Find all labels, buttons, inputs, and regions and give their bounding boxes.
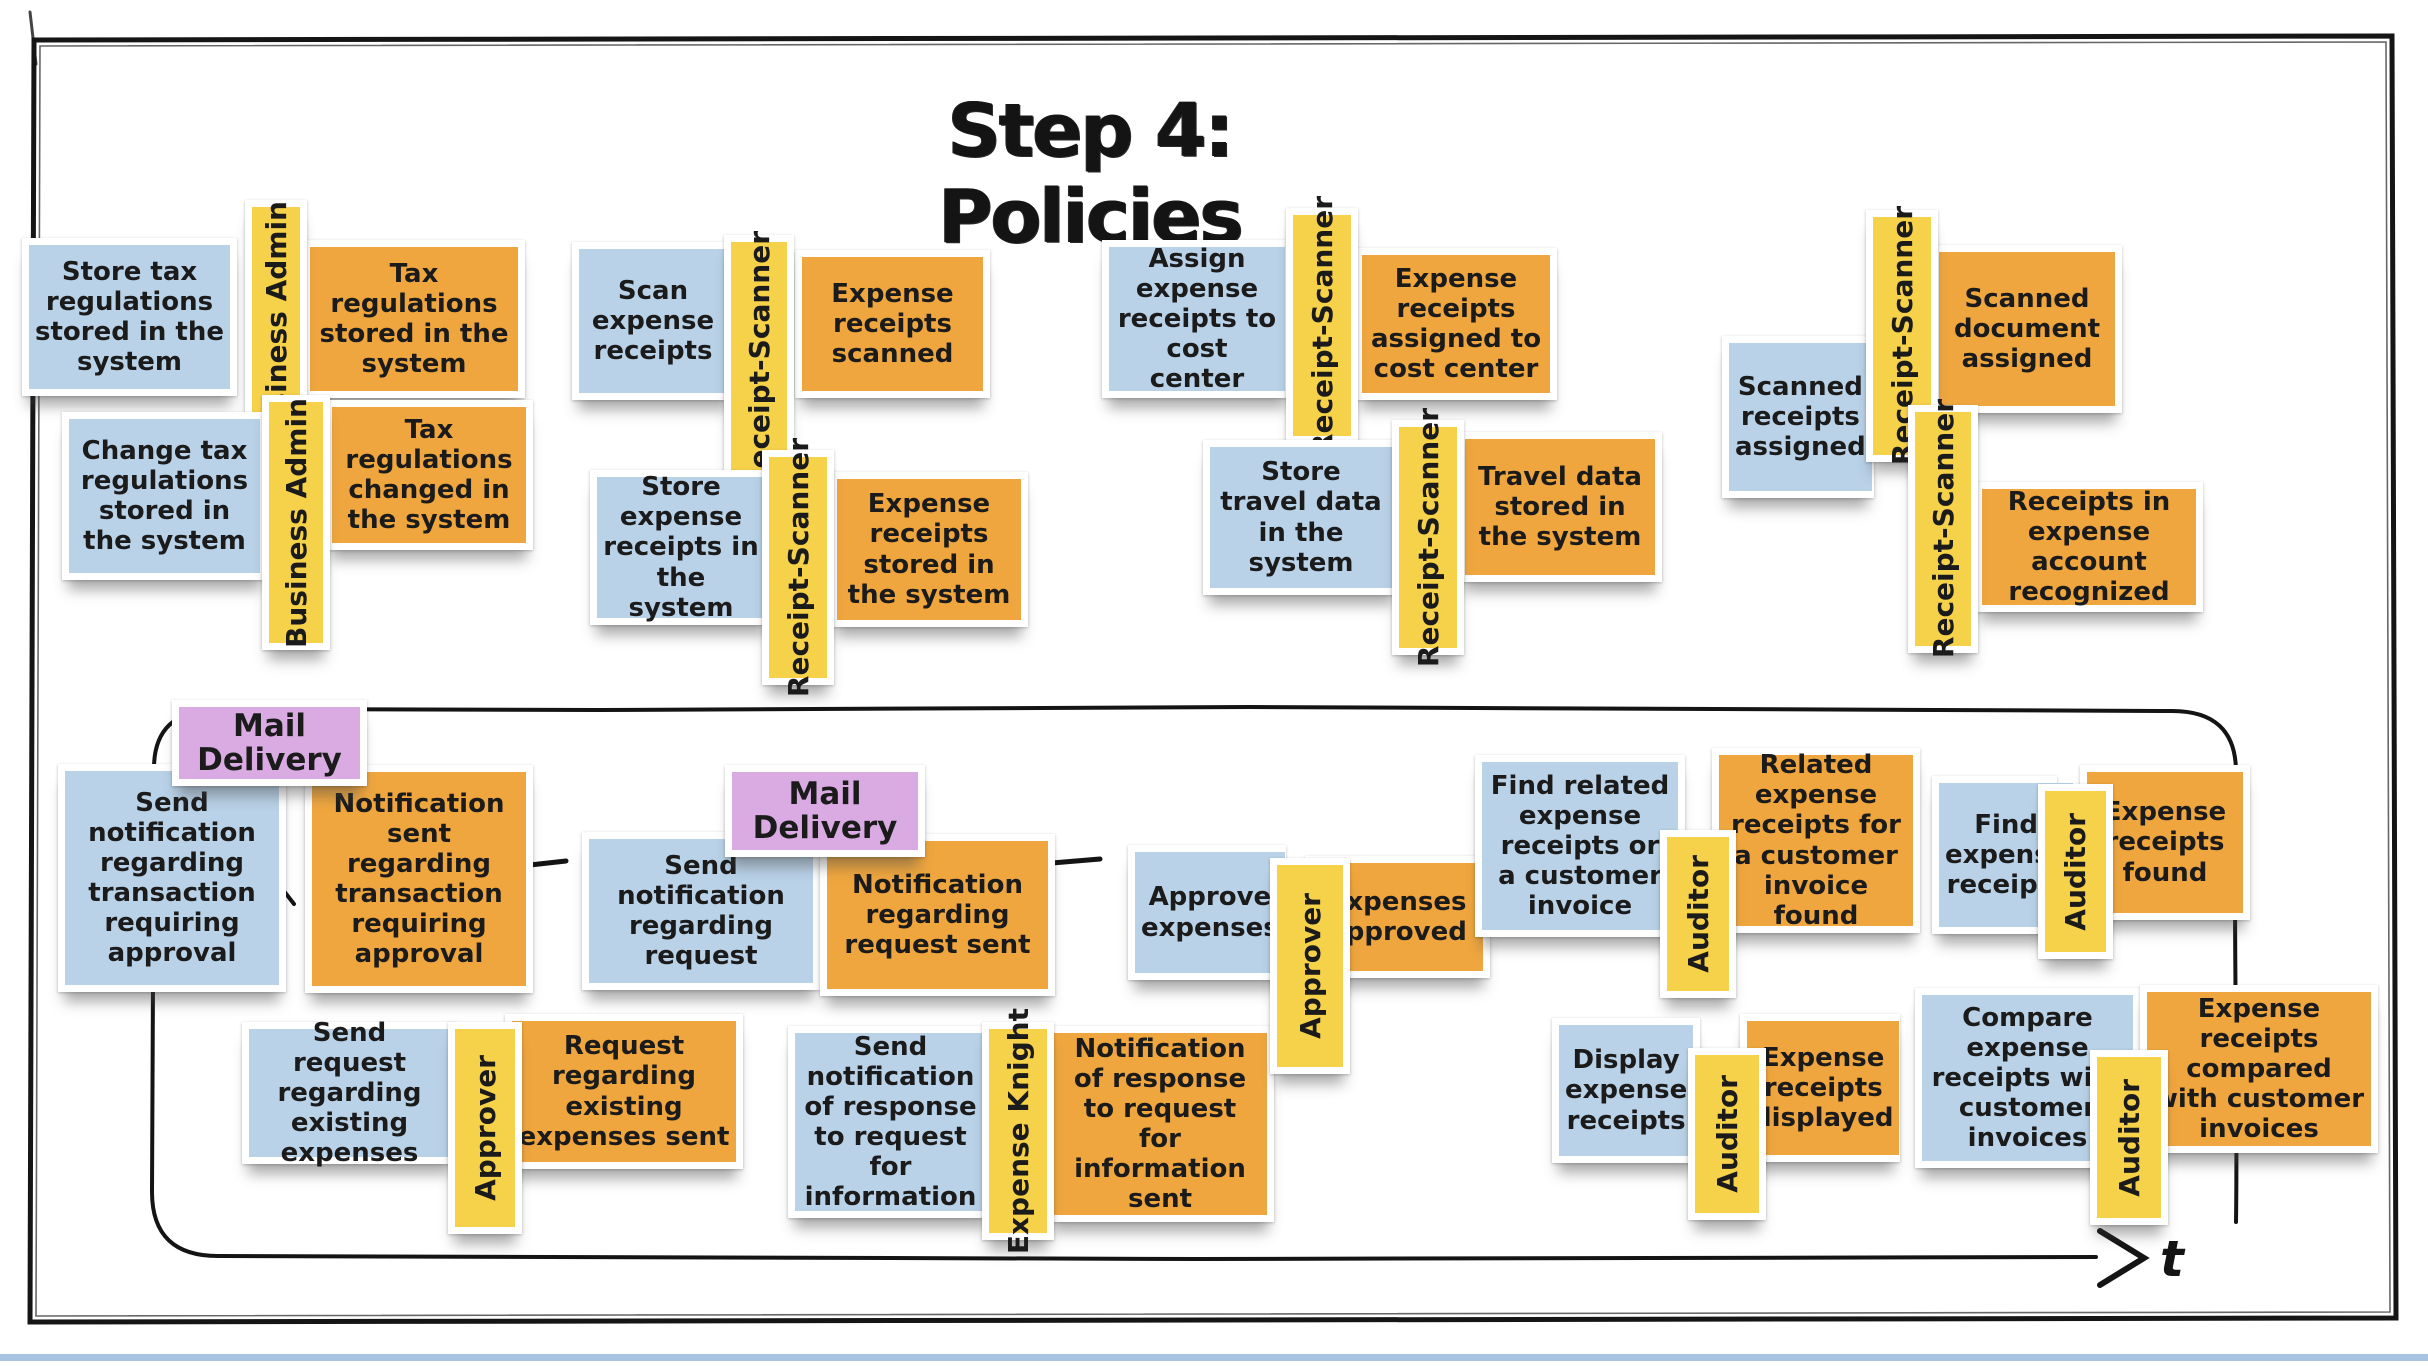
note-actor-approver[interactable]: Approver xyxy=(448,1022,522,1234)
note-command-send-request-notification[interactable]: Send notification regarding request xyxy=(582,832,820,990)
window-bottom-edge xyxy=(0,1354,2428,1361)
note-text: Auditor xyxy=(2112,1078,2146,1197)
note-text: Approver xyxy=(468,1055,502,1201)
note-text: Receipt-Scanner xyxy=(1305,195,1339,456)
note-text: Tax regulations changed in the system xyxy=(345,414,513,536)
note-text: Business Admin xyxy=(279,397,313,648)
note-command-store-tax-regulations[interactable]: Store tax regulations stored in the syst… xyxy=(22,238,237,396)
note-actor-business-admin[interactable]: Business Admin xyxy=(262,395,330,650)
note-text: Send notification of response to request… xyxy=(804,1031,977,1213)
note-command-send-request-existing-expenses[interactable]: Send request regarding existing expenses xyxy=(242,1018,457,1168)
note-event-tax-regulations-stored[interactable]: Tax regulations stored in the system xyxy=(303,240,525,398)
note-text: Notification sent regarding transaction … xyxy=(333,788,505,970)
note-command-scan-expense-receipts[interactable]: Scan expense receipts xyxy=(572,242,734,400)
note-command-send-transaction-notification[interactable]: Send notification regarding transaction … xyxy=(58,764,286,992)
note-text: Receipt-Scanner xyxy=(1411,407,1445,668)
note-actor-auditor[interactable]: Auditor xyxy=(1688,1048,1766,1220)
note-actor-auditor[interactable]: Auditor xyxy=(2038,784,2113,959)
note-event-expense-receipts-stored[interactable]: Expense receipts stored in the system xyxy=(830,472,1028,627)
note-text: Expense Knight xyxy=(1001,1007,1035,1255)
note-command-assign-cost-center[interactable]: Assign expense receipts to cost center xyxy=(1102,240,1292,398)
note-text: Store expense receipts in the system xyxy=(603,472,759,623)
note-event-travel-data-stored[interactable]: Travel data stored in the system xyxy=(1458,432,1662,582)
note-event-scanned-document-assigned[interactable]: Scanned document assigned xyxy=(1932,245,2122,413)
note-actor-receipt-scanner[interactable]: Receipt-Scanner xyxy=(1908,399,1978,659)
note-text: Receipt-Scanner xyxy=(1926,399,1960,659)
note-text: Display expense receipts xyxy=(1565,1045,1688,1136)
note-command-approve-expenses[interactable]: Approve expenses xyxy=(1128,845,1286,980)
note-event-receipts-recognized[interactable]: Receipts in expense account recognized xyxy=(1975,482,2203,612)
note-policy-mail-delivery[interactable]: Mail Delivery xyxy=(172,700,367,786)
timeline-label: t xyxy=(2160,1230,2186,1288)
note-text: Assign expense receipts to cost center xyxy=(1117,243,1277,395)
note-text: Store tax regulations stored in the syst… xyxy=(35,256,224,378)
note-text: Expense receipts found xyxy=(2103,797,2227,888)
note-text: Expenses approved xyxy=(1328,886,1467,947)
note-text: Expense receipts displayed xyxy=(1753,1042,1894,1134)
note-text: Approve expenses xyxy=(1141,882,1279,943)
note-text: Scanned document assigned xyxy=(1953,283,2101,375)
note-text: Mail Delivery xyxy=(752,775,898,846)
note-actor-expense-knight[interactable]: Expense Knight xyxy=(982,1008,1054,1254)
page-title: Step 4: Policies xyxy=(938,88,1243,260)
note-event-receipts-assigned-cost-center[interactable]: Expense receipts assigned to cost center xyxy=(1355,248,1557,400)
note-text: Scanned receipts assigned xyxy=(1735,371,1866,463)
note-command-scanned-receipts-assigned[interactable]: Scanned receipts assigned xyxy=(1722,336,1874,498)
note-text: Expense receipts stored in the system xyxy=(847,489,1011,610)
note-text: Auditor xyxy=(1710,1075,1744,1193)
note-actor-approver[interactable]: Approver xyxy=(1270,858,1350,1074)
note-event-transaction-notification-sent[interactable]: Notification sent regarding transaction … xyxy=(305,765,533,993)
note-actor-receipt-scanner[interactable]: Receipt-Scanner xyxy=(762,438,834,697)
note-actor-auditor[interactable]: Auditor xyxy=(2090,1050,2168,1225)
note-command-send-response-notification[interactable]: Send notification of response to request… xyxy=(788,1026,993,1218)
note-command-store-expense-receipts[interactable]: Store expense receipts in the system xyxy=(590,470,772,625)
note-text: Request regarding existing expenses sent xyxy=(518,1031,730,1152)
note-event-related-receipts-found[interactable]: Related expense receipts for a customer … xyxy=(1712,748,1920,933)
note-actor-receipt-scanner[interactable]: Receipt-Scanner xyxy=(1286,196,1358,455)
note-text: Receipt-Scanner xyxy=(781,437,815,698)
note-text: Approver xyxy=(1293,893,1327,1039)
note-text: Expense receipts scanned xyxy=(831,278,954,370)
note-text: Send notification regarding transaction … xyxy=(88,787,256,969)
note-command-change-tax-regulations[interactable]: Change tax regulations stored in the sys… xyxy=(62,412,267,580)
note-event-request-notification-sent[interactable]: Notification regarding request sent xyxy=(820,834,1055,996)
note-command-display-expense-receipts[interactable]: Display expense receipts xyxy=(1552,1018,1700,1163)
note-text: Tax regulations stored in the system xyxy=(319,258,509,380)
note-text: Expense receipts compared with customer … xyxy=(2153,993,2365,1145)
note-event-response-notification-sent[interactable]: Notification of response to request for … xyxy=(1046,1026,1274,1222)
note-text: Scan expense receipts xyxy=(591,275,715,367)
note-text: Send notification regarding request xyxy=(617,850,785,972)
note-text: Find related expense receipts or a custo… xyxy=(1490,770,1670,922)
note-text: Auditor xyxy=(1681,855,1715,973)
note-event-request-existing-expenses-sent[interactable]: Request regarding existing expenses sent xyxy=(505,1014,743,1169)
note-text: Related expense receipts for a customer … xyxy=(1731,750,1901,931)
note-event-expense-receipts-displayed[interactable]: Expense receipts displayed xyxy=(1740,1014,1900,1162)
note-event-expense-receipts-compared[interactable]: Expense receipts compared with customer … xyxy=(2140,985,2378,1153)
note-command-find-related-receipts[interactable]: Find related expense receipts or a custo… xyxy=(1475,755,1685,937)
note-text: Receipts in expense account recognized xyxy=(2007,486,2171,608)
note-actor-receipt-scanner[interactable]: Receipt-Scanner xyxy=(1392,408,1464,667)
note-text: Store travel data in the system xyxy=(1220,457,1382,578)
timeline-arrow-icon xyxy=(2097,1228,2150,1288)
note-text: Notification of response to request for … xyxy=(1073,1033,1247,1215)
note-text: Notification regarding request sent xyxy=(844,869,1031,961)
note-text: Auditor xyxy=(2059,812,2092,931)
note-text: Travel data stored in the system xyxy=(1478,461,1642,553)
note-text: Compare expense receipts with customer i… xyxy=(1931,1002,2124,1154)
note-command-store-travel-data[interactable]: Store travel data in the system xyxy=(1203,440,1399,595)
note-text: Send request regarding existing expenses xyxy=(277,1017,422,1169)
note-text: Change tax regulations stored in the sys… xyxy=(80,435,249,557)
note-text: Mail Delivery xyxy=(197,707,342,778)
note-text: Expense receipts assigned to cost center xyxy=(1370,263,1542,385)
note-actor-auditor[interactable]: Auditor xyxy=(1660,830,1736,998)
note-event-tax-regulations-changed[interactable]: Tax regulations changed in the system xyxy=(325,400,533,550)
note-event-expense-receipts-scanned[interactable]: Expense receipts scanned xyxy=(795,250,990,398)
note-actor-receipt-scanner[interactable]: Receipt-Scanner xyxy=(724,231,794,491)
note-policy-mail-delivery[interactable]: Mail Delivery xyxy=(725,765,925,857)
